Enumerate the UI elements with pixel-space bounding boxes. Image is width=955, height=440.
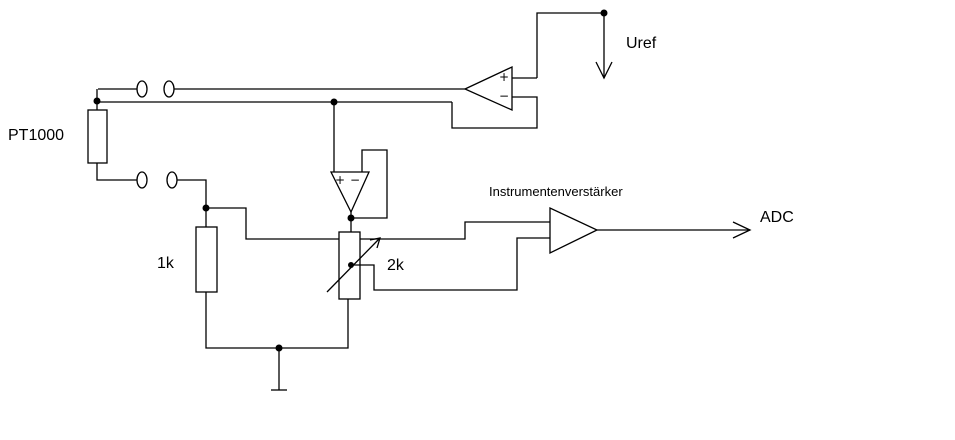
r1k-label: 1k (157, 255, 175, 272)
adc-label: ADC (760, 209, 794, 226)
inamp-minus-wire (351, 237, 550, 291)
r1k-ground-wire (205, 292, 349, 349)
connector-top-left (136, 80, 148, 98)
connector-bottom-left (136, 171, 148, 189)
uref-wire (536, 12, 613, 80)
uref-junction (600, 9, 608, 17)
buffer-opamp-minus-sign: − (350, 173, 360, 187)
inamp-plus-wire (206, 207, 339, 240)
pot-2k-label: 2k (387, 257, 405, 274)
pt1000-resistor (87, 109, 108, 164)
connector-bottom-right (166, 171, 178, 189)
adc-arrow-head (732, 221, 752, 239)
inamp-plus-wire-right (360, 221, 550, 240)
ref-opamp-feedback-wire (451, 96, 538, 129)
pt1000-bottom-lead (96, 163, 137, 181)
instrumentation-amplifier (549, 206, 599, 255)
uref-label: Uref (626, 35, 657, 52)
bottom-wire (177, 179, 207, 208)
ref-opamp-minus-sign: − (499, 89, 509, 103)
ref-opamp-plus-sign: + (499, 70, 509, 84)
connector-top-right (163, 80, 175, 98)
pt1000-top-junction (93, 97, 101, 105)
buffer-feedback-wire (351, 149, 388, 219)
pt1000-label: PT1000 (8, 127, 64, 144)
r1k-resistor (195, 226, 218, 293)
buffer-opamp (329, 171, 371, 214)
reference-opamp (463, 65, 513, 112)
inamp-label: Instrumentenverstärker (489, 184, 623, 199)
sense-wire (96, 89, 452, 103)
buffer-opamp-plus-sign: + (335, 173, 345, 187)
